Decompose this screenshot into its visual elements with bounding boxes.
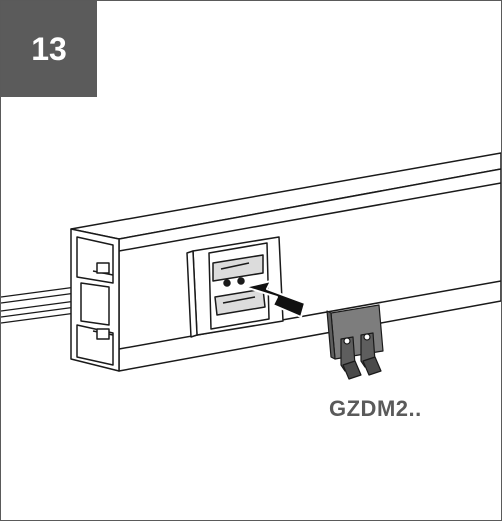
cover-clip-part <box>326 304 384 380</box>
insertion-arrow-icon <box>244 280 306 318</box>
device-frame <box>186 236 284 338</box>
cable-trunking <box>70 152 501 372</box>
step-number-badge: 13 <box>1 1 97 97</box>
part-code-label: GZDM2.. <box>329 396 422 421</box>
